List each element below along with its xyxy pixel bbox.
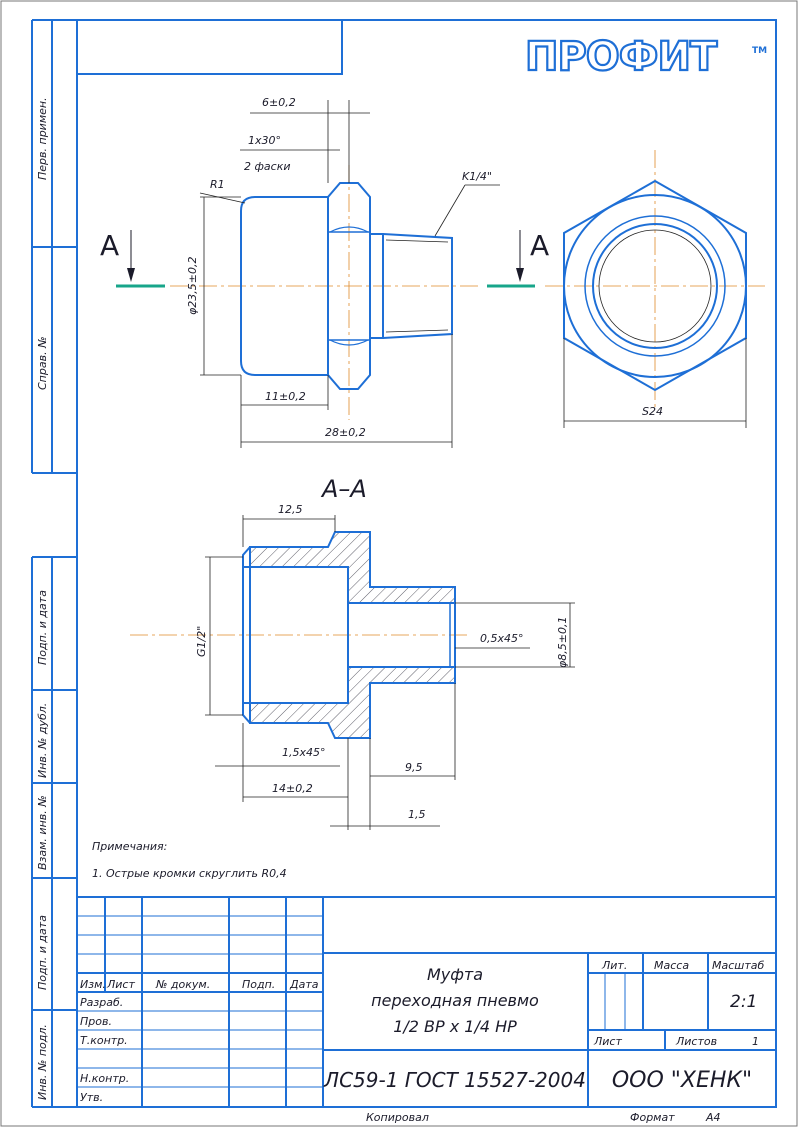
section-mark-left: A [100,229,119,262]
tb-material: ЛС59-1 ГОСТ 15527-2004 [323,1068,586,1092]
tb-scale-value: 2:1 [730,992,757,1012]
front-view: 6±0,2 1x30° 2 фаски R1 K1/4" φ23,5±0,2 1… [170,96,500,448]
section-mark-right: A [530,229,549,262]
side-label-inv-podl: Инв. № подл. [36,1024,49,1100]
notes-item-1: 1. Острые кромки скруглить R0,4 [92,867,287,880]
tb-name-line3: 1/2 ВР x 1/4 НР [393,1017,517,1036]
dim-1-5-chamfer: 1,5x45° [282,746,326,759]
tb-lit: Лит. [601,959,627,972]
dim-diameter-8-5: φ8,5±0,1 [556,617,569,668]
section-marks: A A [100,229,549,288]
dim-diameter-23-5: φ23,5±0,2 [186,257,199,315]
dim-r1: R1 [210,178,225,191]
dim-28: 28±0,2 [325,426,366,439]
notes-heading: Примечания: [92,840,167,853]
section-view: A–A 12,5 G1/2" 0,5x45° φ8,5±0 [130,475,575,830]
tb-docnum: № докум. [155,978,210,991]
end-view: S24 [545,150,765,428]
tb-masshtab: Масштаб [712,959,764,972]
tb-razrab: Разраб. [80,996,123,1009]
tb-name-line1: Муфта [427,965,483,984]
dim-2-chamfers: 2 фаски [244,160,290,173]
notes: Примечания: 1. Острые кромки скруглить R… [92,840,287,880]
dim-g12: G1/2" [195,626,208,657]
side-label-podp-2: Подп. и дата [36,915,49,990]
dim-k14: K1/4" [462,170,492,183]
dim-0-5-chamfer: 0,5x45° [480,632,524,645]
title-block: Изм. Лист № докум. Подп. Дата Разраб. Пр… [77,896,776,1124]
side-label-sprav: Справ. № [36,336,49,390]
tb-tkontr: Т.контр. [80,1034,128,1047]
tb-company: ООО "ХЕНК" [612,1068,752,1093]
section-lower-wall [249,666,456,739]
dim-chamfer: 1x30° [248,134,281,147]
brand-logo-text: ПРОФИТ [525,34,718,80]
tb-sheets: Листов [675,1035,717,1048]
tb-utv: Утв. [80,1091,103,1104]
tb-format: Формат [630,1111,675,1124]
tb-list: Лист [106,978,135,991]
side-label-vzam: Взам. инв. № [36,795,49,870]
tb-sheets-value: 1 [752,1035,759,1048]
dim-11: 11±0,2 [265,390,306,403]
tb-nkontr: Н.контр. [80,1072,129,1085]
drawing-frame [31,19,777,1108]
dim-14: 14±0,2 [272,782,313,795]
tb-name-line2: переходная пневмо [371,991,539,1010]
dim-s24: S24 [642,405,663,418]
tb-copied: Копировал [366,1111,429,1124]
tb-prov: Пров. [80,1015,112,1028]
tb-date: Дата [289,978,319,991]
tb-sheet: Лист [593,1035,622,1048]
tb-izm: Изм. [80,978,106,991]
tb-podp: Подп. [242,978,275,991]
brand-tm: TM [752,46,767,56]
section-title: A–A [320,475,367,503]
tb-format-value: А4 [705,1111,721,1124]
side-label-podp-1: Подп. и дата [36,590,49,665]
side-labels: Перв. примен. Справ. № Подп. и дата Инв.… [36,97,49,1100]
tb-massa: Масса [654,959,689,972]
dim-6: 6±0,2 [262,96,296,109]
side-label-perv: Перв. примен. [36,97,49,180]
dim-9-5: 9,5 [405,761,423,774]
dim-1-5: 1,5 [408,808,426,821]
dim-12-5: 12,5 [278,503,303,516]
brand-logo: ПРОФИТ TM [524,33,767,81]
side-label-inv-dubl: Инв. № дубл. [36,703,49,778]
